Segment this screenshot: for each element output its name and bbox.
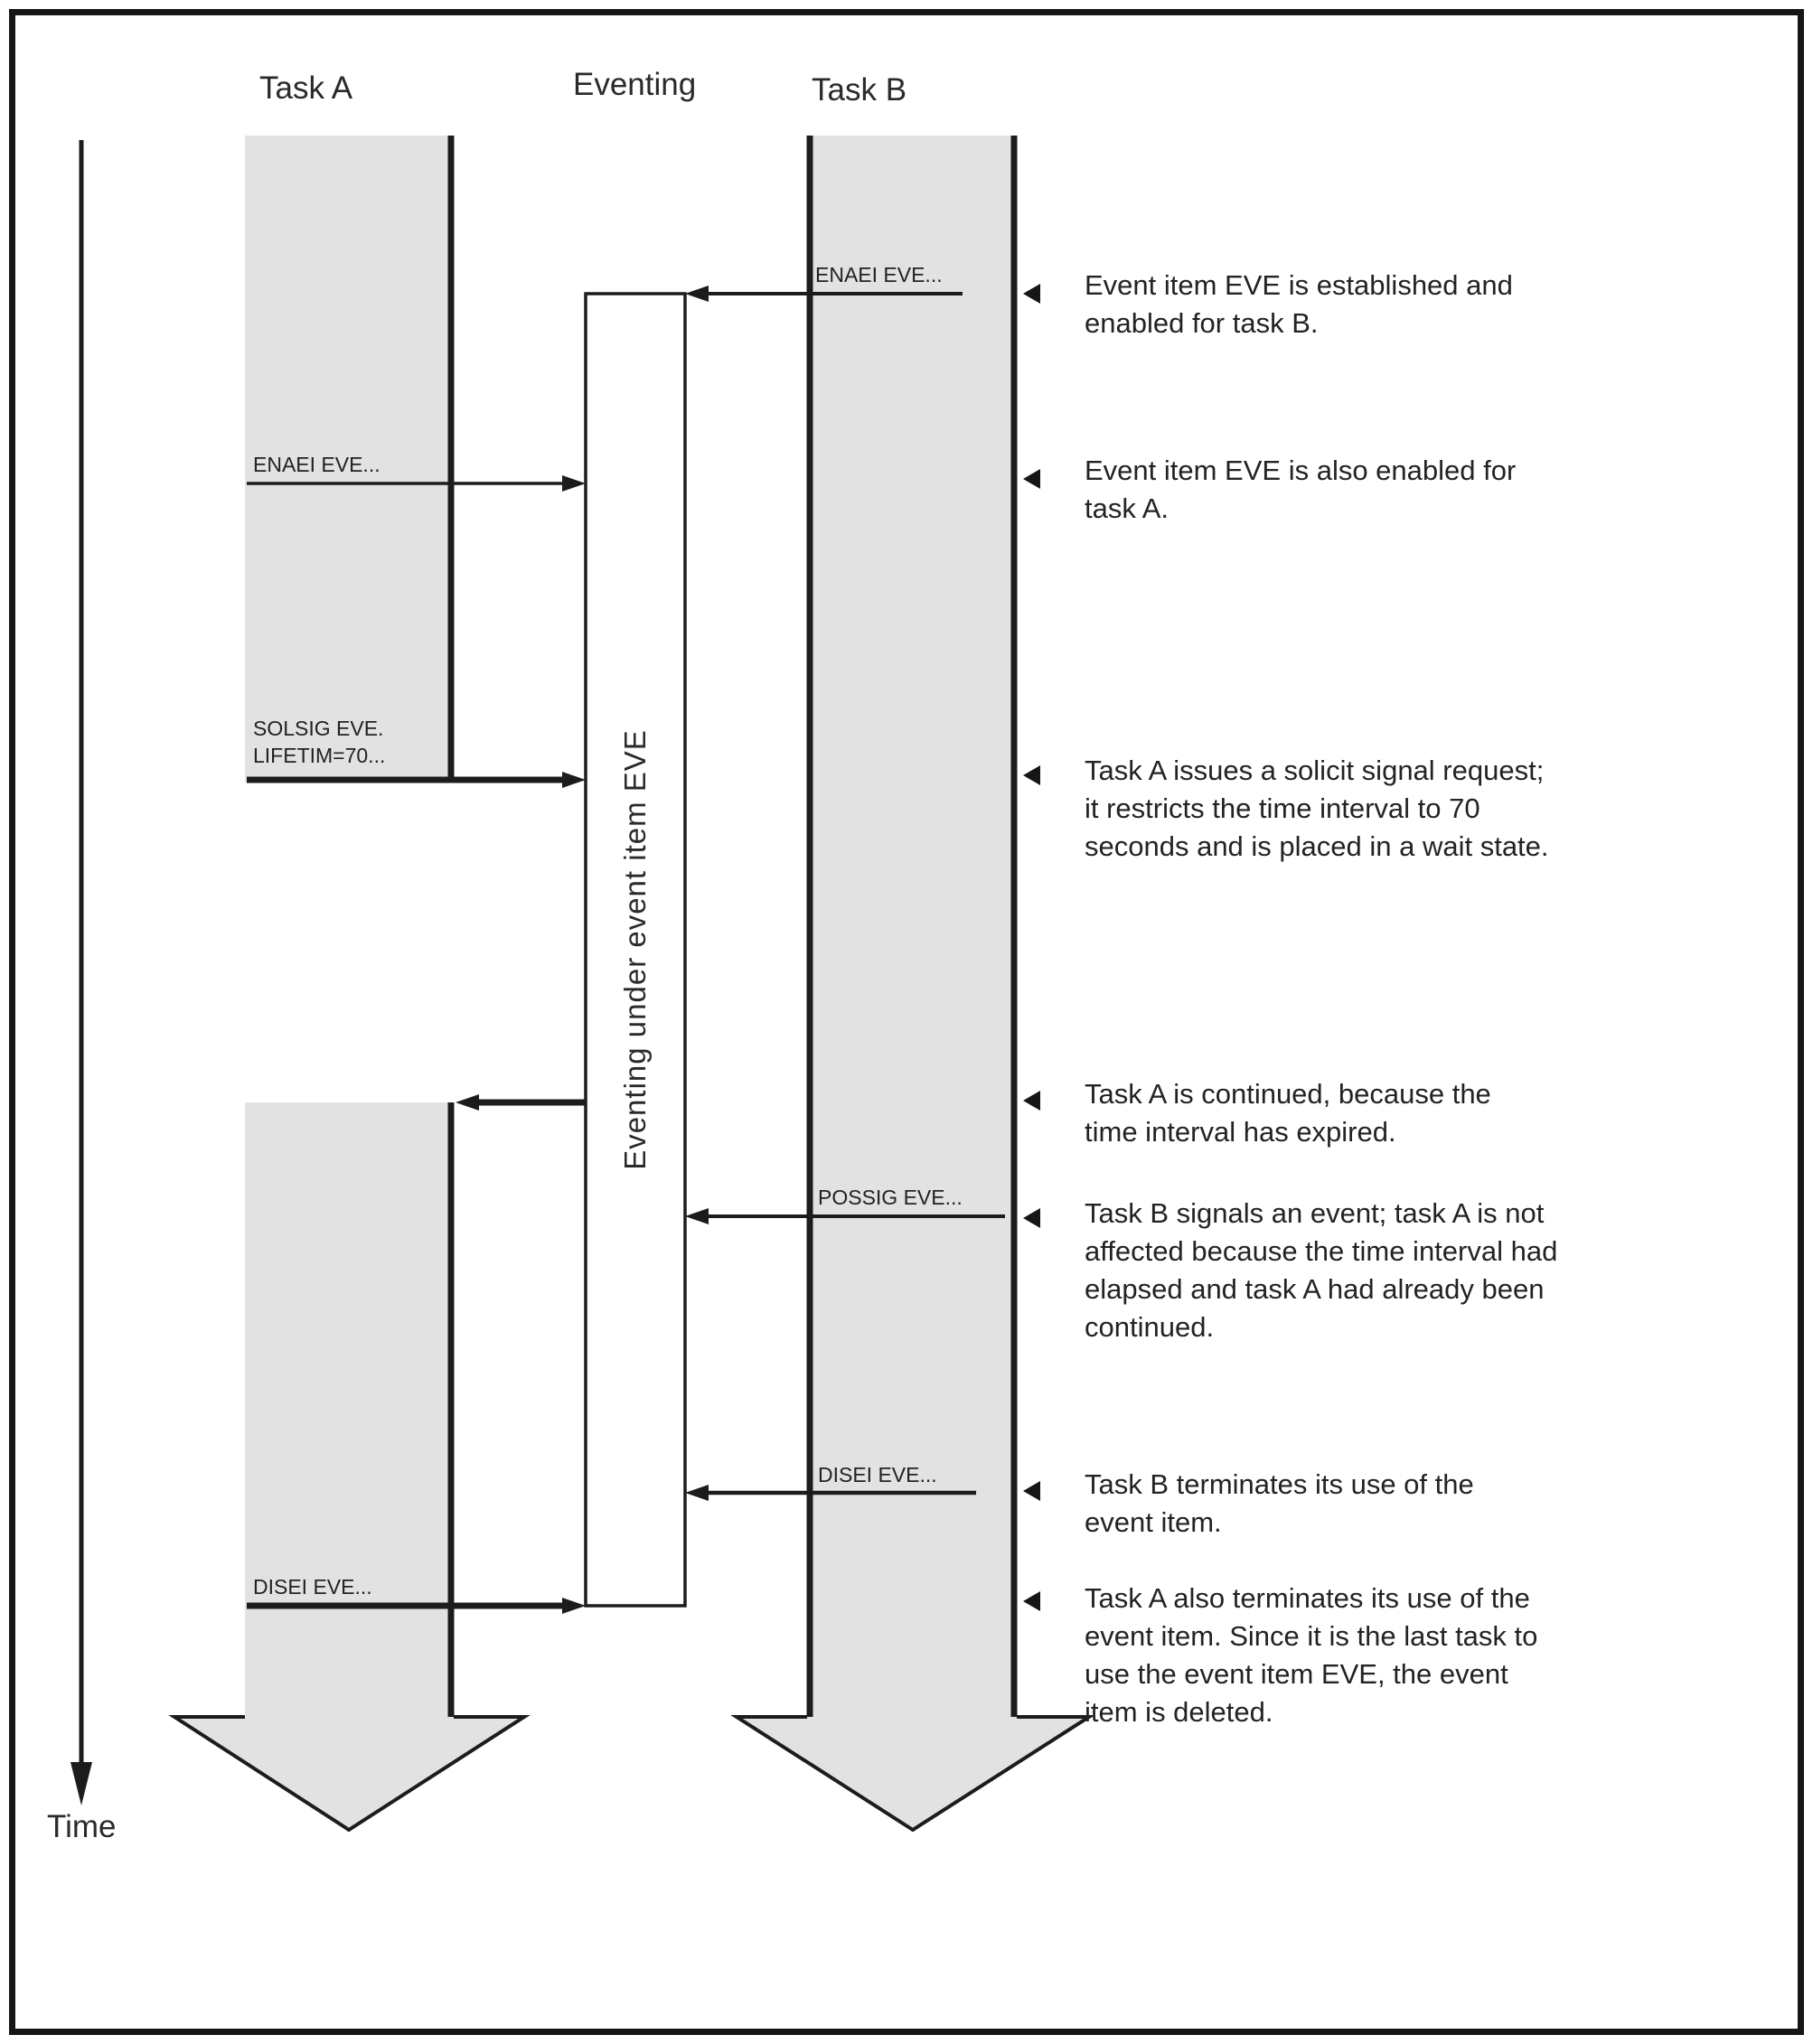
- annotation-marker-icon: [1023, 1208, 1040, 1228]
- annotation-marker-icon: [1023, 1481, 1040, 1501]
- annotation-text: Task A issues a solicit signal request; …: [1085, 755, 1549, 863]
- time-axis-label: Time: [47, 1809, 117, 1844]
- call-label-possig-task-b: POSSIG EVE...: [818, 1186, 963, 1209]
- annotation-marker-icon: [1023, 765, 1040, 785]
- column-label-eventing: Eventing: [573, 67, 697, 102]
- task-b-arrowhead-outline: [730, 1715, 1095, 1833]
- task-b-arrowhead: [737, 1717, 1089, 1830]
- task-a-arrowhead-outline: [168, 1715, 531, 1833]
- event-arrow-solsig-task-a: [247, 772, 586, 788]
- annotation-marker-icon: [1023, 469, 1040, 489]
- eventing-box-label: Eventing under event item EVE: [618, 729, 652, 1170]
- column-label-task-a: Task A: [259, 70, 353, 106]
- annotation-text: Task A is continued, because the time in…: [1085, 1078, 1491, 1149]
- task-a-band-bottom: [245, 1102, 454, 1717]
- call-label-enaei-task-b: ENAEI EVE...: [815, 263, 943, 286]
- annotation-text: Event item EVE is also enabled for task …: [1085, 455, 1517, 525]
- annotation-marker-icon: [1023, 1091, 1040, 1111]
- call-label-disei-task-b: DISEI EVE...: [818, 1463, 937, 1486]
- task-b-band: [807, 136, 1017, 1717]
- call-label-solsig-task-a: SOLSIG EVE. LIFETIM=70...: [253, 717, 386, 767]
- event-arrow-disei-task-b: [685, 1485, 976, 1501]
- eventing-scope-box: [584, 292, 687, 1608]
- event-arrow-disei-task-a: [247, 1598, 586, 1614]
- event-arrow-task-a-continued: [456, 1094, 586, 1111]
- time-axis-arrowhead-icon: [70, 1762, 92, 1805]
- call-label-disei-task-a: DISEI EVE...: [253, 1575, 372, 1599]
- annotation-marker-icon: [1023, 1591, 1040, 1611]
- event-arrow-enaei-task-b: [685, 286, 963, 302]
- event-arrow-enaei-task-a: [247, 475, 586, 492]
- event-arrow-possig-task-b: [685, 1208, 1005, 1224]
- annotation-marker-icon: [1023, 284, 1040, 304]
- column-label-task-b: Task B: [812, 72, 907, 108]
- call-label-enaei-task-a: ENAEI EVE...: [253, 453, 380, 476]
- task-a-band-top: [245, 136, 454, 783]
- annotation-text: Task B signals an event; task A is not a…: [1085, 1197, 1558, 1344]
- annotation-text: Task B terminates its use of the event i…: [1085, 1468, 1474, 1539]
- task-a-arrowhead: [174, 1717, 524, 1830]
- annotation-text: Event item EVE is established and enable…: [1085, 269, 1513, 340]
- annotation-text: Task A also terminates its use of the ev…: [1085, 1582, 1538, 1729]
